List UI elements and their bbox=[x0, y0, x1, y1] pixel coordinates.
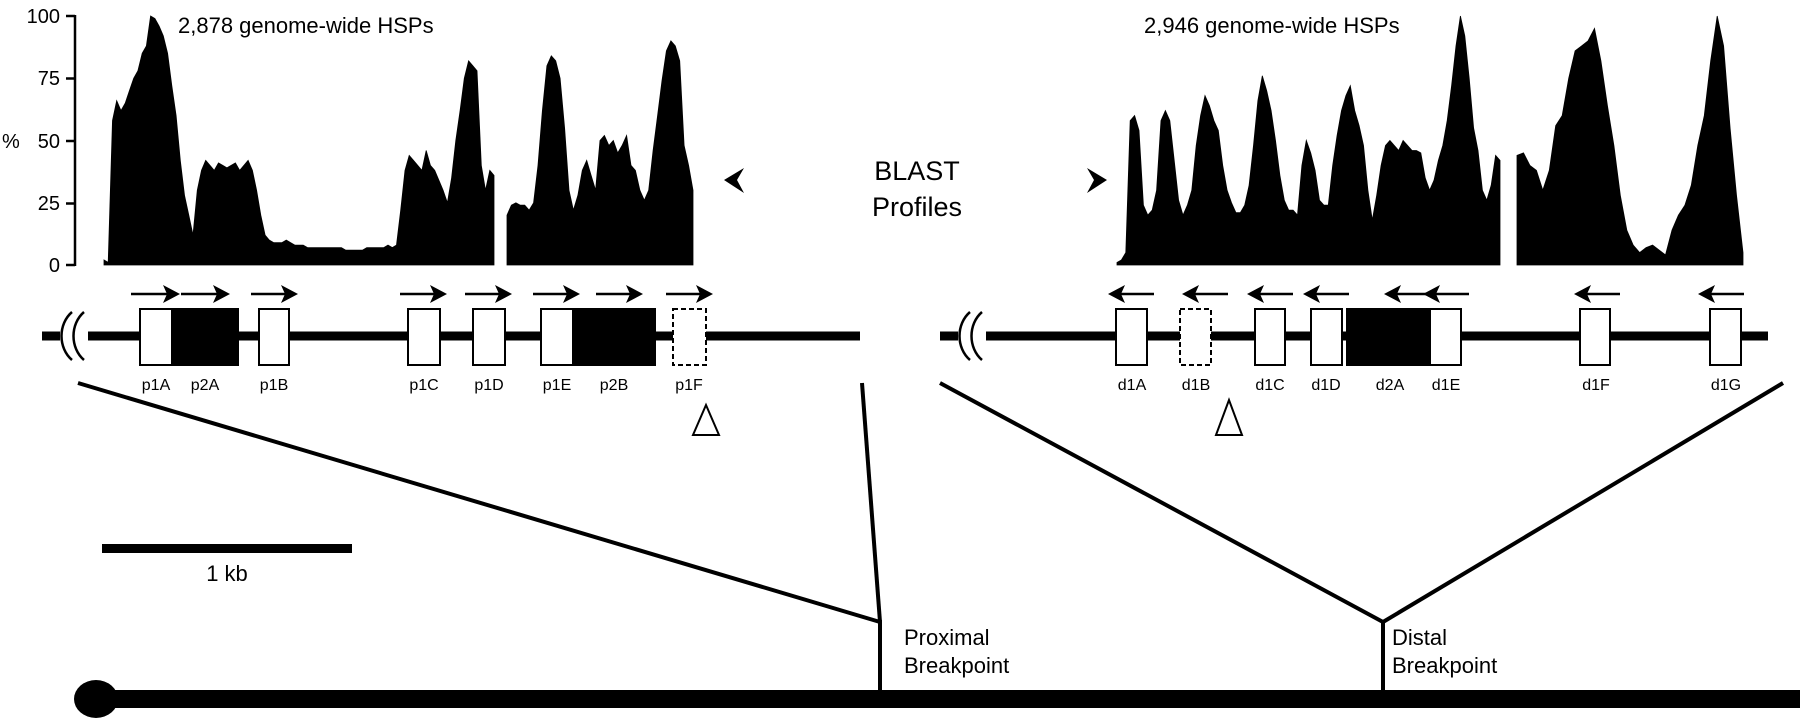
segment-label-p1b: p1B bbox=[260, 377, 288, 394]
y-axis: 100 75 50 25 0 % bbox=[2, 6, 77, 277]
segment-label-p2b: p2B bbox=[600, 377, 628, 394]
segment-label-d1a: d1A bbox=[1118, 377, 1147, 394]
break-mark-icon bbox=[60, 310, 88, 362]
blast-profile-right-1 bbox=[1116, 15, 1501, 266]
segment-p2b-box bbox=[572, 308, 656, 366]
distal-breakpoint-label-line1: Distal bbox=[1392, 625, 1447, 650]
break-mark-icon bbox=[958, 310, 986, 362]
segment-label-p1c: p1C bbox=[409, 377, 438, 394]
right-panel-title: 2,946 genome-wide HSPs bbox=[1144, 13, 1400, 38]
segment-d1c-box bbox=[1254, 308, 1286, 366]
segment-p1e-box bbox=[540, 308, 574, 366]
left-locus: p1A p2A p1B p1C p1D p1E p2B p1F bbox=[42, 285, 860, 436]
segment-p1b-box bbox=[258, 308, 290, 366]
segment-label-p1a: p1A bbox=[142, 377, 171, 394]
segment-p1a-box bbox=[139, 308, 173, 366]
orientation-arrow-icon bbox=[131, 285, 713, 303]
segment-p1c-box bbox=[407, 308, 441, 366]
insertion-triangle-icon bbox=[1214, 397, 1244, 436]
segment-label-d1b: d1B bbox=[1182, 377, 1210, 394]
proximal-breakpoint-label-line1: Proximal bbox=[904, 625, 990, 650]
blast-profile-left-2 bbox=[506, 40, 694, 266]
proximal-breakpoint-label-line2: Breakpoint bbox=[904, 653, 1009, 678]
segment-d1f-box bbox=[1579, 308, 1611, 366]
blast-profiles-label-line1: BLAST bbox=[874, 156, 960, 186]
y-axis-unit: % bbox=[2, 131, 20, 153]
y-tick-label: 50 bbox=[38, 131, 60, 153]
segment-p2a-box bbox=[171, 308, 239, 366]
segment-d1d-box bbox=[1310, 308, 1343, 366]
left-arrowhead-icon bbox=[724, 168, 744, 193]
blast-profiles-label-line2: Profiles bbox=[872, 192, 962, 222]
y-tick-label: 0 bbox=[49, 255, 60, 277]
segment-label-p1f: p1F bbox=[675, 377, 703, 394]
blast-profile-right-2 bbox=[1516, 15, 1744, 266]
segment-label-p2a: p2A bbox=[191, 377, 220, 394]
right-locus: d1A d1B d1C d1D d2A d1E d1F d1G bbox=[940, 285, 1768, 436]
right-arrowhead-icon bbox=[1087, 168, 1107, 193]
segment-d1a-box bbox=[1115, 308, 1148, 366]
expansion-lines bbox=[77, 381, 1785, 692]
left-panel-title: 2,878 genome-wide HSPs bbox=[178, 13, 434, 38]
y-tick-label: 75 bbox=[38, 68, 60, 90]
orientation-arrow-icon bbox=[1108, 285, 1744, 303]
segment-label-d1g: d1G bbox=[1711, 377, 1741, 394]
segment-label-d1e: d1E bbox=[1432, 377, 1460, 394]
insertion-triangle-icon bbox=[691, 402, 721, 436]
segment-d1g-box bbox=[1709, 308, 1742, 366]
segment-label-p1d: p1D bbox=[474, 377, 503, 394]
segment-d1b-pseudo-box bbox=[1179, 308, 1212, 366]
y-tick-label: 25 bbox=[38, 193, 60, 215]
scale-bar bbox=[102, 544, 352, 553]
blast-profile-left-1 bbox=[103, 15, 495, 266]
distal-breakpoint-label-line2: Breakpoint bbox=[1392, 653, 1497, 678]
y-tick-label: 100 bbox=[27, 6, 60, 28]
segment-d2a-box bbox=[1346, 308, 1431, 366]
segment-label-d1f: d1F bbox=[1582, 377, 1610, 394]
segment-label-d1d: d1D bbox=[1311, 377, 1340, 394]
chromosome bbox=[74, 680, 1800, 718]
segment-p1f-pseudo-box bbox=[672, 308, 707, 366]
scale-bar-label: 1 kb bbox=[206, 561, 248, 586]
segment-label-d2a: d2A bbox=[1376, 377, 1405, 394]
segment-p1d-box bbox=[472, 308, 506, 366]
centromere-icon bbox=[74, 680, 118, 718]
segment-label-d1c: d1C bbox=[1255, 377, 1284, 394]
segment-d1e-box bbox=[1429, 308, 1462, 366]
segment-label-p1e: p1E bbox=[543, 377, 571, 394]
